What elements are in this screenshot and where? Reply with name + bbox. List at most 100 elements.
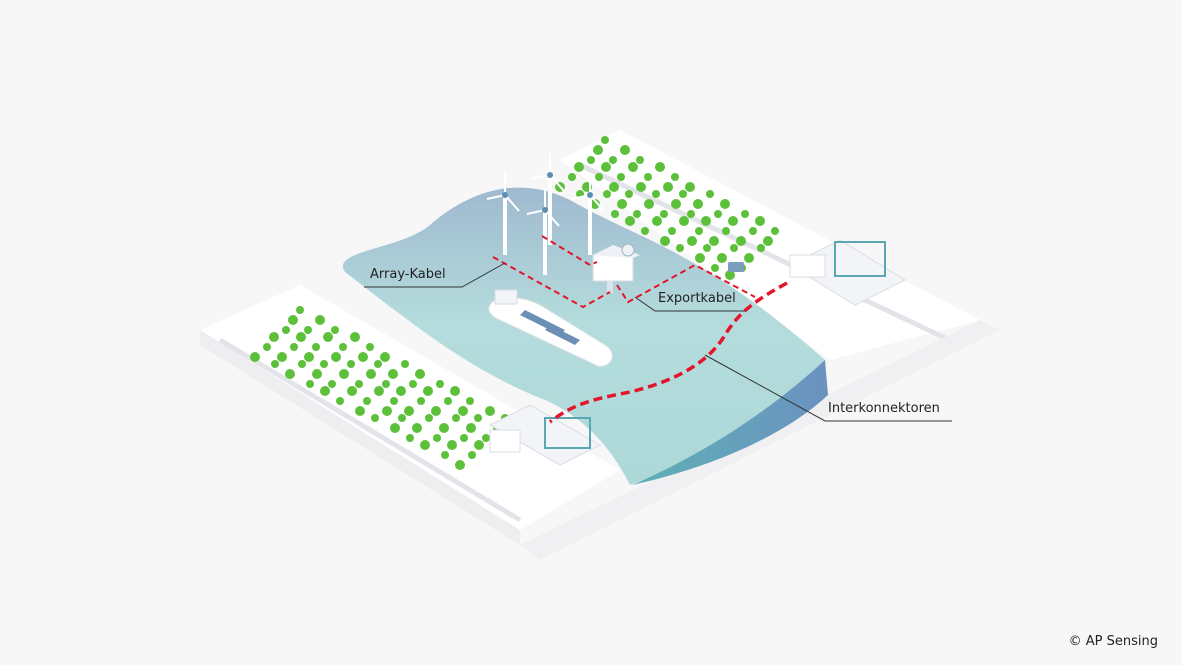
tree-icon — [617, 199, 627, 209]
tree-icon — [388, 369, 398, 379]
tree-icon — [323, 332, 333, 342]
tree-icon — [412, 423, 422, 433]
tree-icon — [763, 236, 773, 246]
tree-icon — [701, 216, 711, 226]
wind-turbine-icon — [486, 173, 520, 255]
tree-icon — [431, 406, 441, 416]
tree-icon — [641, 227, 649, 235]
tree-icon — [380, 352, 390, 362]
tree-icon — [339, 369, 349, 379]
tree-icon — [663, 182, 673, 192]
tree-icon — [687, 210, 695, 218]
tree-icon — [466, 423, 476, 433]
tree-icon — [652, 190, 660, 198]
interconnectors-label: Interkonnektoren — [828, 401, 940, 416]
tree-icon — [466, 397, 474, 405]
tree-icon — [730, 244, 738, 252]
tree-icon — [290, 343, 298, 351]
tree-icon — [404, 406, 414, 416]
tree-icon — [460, 434, 468, 442]
tree-icon — [611, 210, 619, 218]
leader-lines — [364, 262, 952, 422]
tree-icon — [595, 173, 603, 181]
tree-icon — [482, 434, 490, 442]
tree-icon — [269, 332, 279, 342]
tree-icon — [668, 227, 676, 235]
tree-icon — [277, 352, 287, 362]
tree-icon — [312, 369, 322, 379]
tree-icon — [382, 406, 392, 416]
offshore-substation — [592, 243, 640, 293]
tree-icon — [652, 216, 662, 226]
tree-icon — [736, 236, 746, 246]
tree-icon — [468, 451, 476, 459]
export-cable — [616, 263, 756, 304]
tree-icon — [744, 253, 754, 263]
tree-icon — [593, 145, 603, 155]
copyright: © AP Sensing — [1068, 634, 1158, 649]
tree-icon — [741, 210, 749, 218]
tree-icon — [396, 386, 406, 396]
tree-icon — [331, 352, 341, 362]
wind-turbine-icon — [571, 173, 605, 255]
tree-icon — [655, 162, 665, 172]
tree-icon — [711, 264, 719, 272]
tree-icon — [298, 360, 306, 368]
tree-icon — [636, 182, 646, 192]
tree-icon — [660, 210, 668, 218]
tree-icon — [409, 380, 417, 388]
export-cable-label: Exportkabel — [658, 291, 736, 306]
tree-icon — [320, 360, 328, 368]
tree-icon — [450, 386, 460, 396]
tree-icon — [722, 227, 730, 235]
tree-icon — [755, 216, 765, 226]
tree-icon — [590, 199, 600, 209]
tree-icon — [312, 343, 320, 351]
tree-icon — [339, 343, 347, 351]
tree-icon — [436, 380, 444, 388]
tree-icon — [603, 190, 611, 198]
wind-turbines — [486, 153, 605, 275]
tree-icon — [366, 343, 374, 351]
tree-icon — [304, 326, 312, 334]
water-cliff — [632, 360, 828, 485]
tree-icon — [331, 326, 339, 334]
tree-icon — [609, 156, 617, 164]
tree-icon — [568, 173, 576, 181]
tree-icon — [382, 380, 390, 388]
tree-icon — [771, 227, 779, 235]
tree-icon — [671, 173, 679, 181]
tree-icon — [706, 190, 714, 198]
wind-turbine-icon — [531, 153, 565, 245]
tree-icon — [320, 386, 330, 396]
tree-icon — [415, 369, 425, 379]
tree-icon — [474, 414, 482, 422]
tree-icon — [282, 326, 290, 334]
tree-icon — [285, 369, 295, 379]
tree-icon — [717, 253, 727, 263]
tree-icon — [609, 182, 619, 192]
tree-icon — [425, 414, 433, 422]
tree-icon — [347, 386, 357, 396]
tree-icon — [685, 182, 695, 192]
tree-icon — [455, 460, 465, 470]
trees — [250, 136, 779, 470]
tree-icon — [374, 386, 384, 396]
tree-icon — [458, 406, 468, 416]
ship — [488, 289, 613, 367]
tree-icon — [625, 190, 633, 198]
tree-icon — [687, 236, 697, 246]
tree-icon — [714, 210, 722, 218]
tree-icon — [709, 236, 719, 246]
tree-icon — [441, 451, 449, 459]
tree-icon — [693, 199, 703, 209]
tree-icon — [636, 156, 644, 164]
tree-icon — [433, 434, 441, 442]
interconnector-cable — [548, 281, 788, 424]
tree-icon — [601, 162, 611, 172]
tree-icon — [347, 360, 355, 368]
tree-icon — [250, 352, 260, 362]
array-cable-label: Array-Kabel — [370, 267, 446, 282]
tree-icon — [398, 414, 406, 422]
